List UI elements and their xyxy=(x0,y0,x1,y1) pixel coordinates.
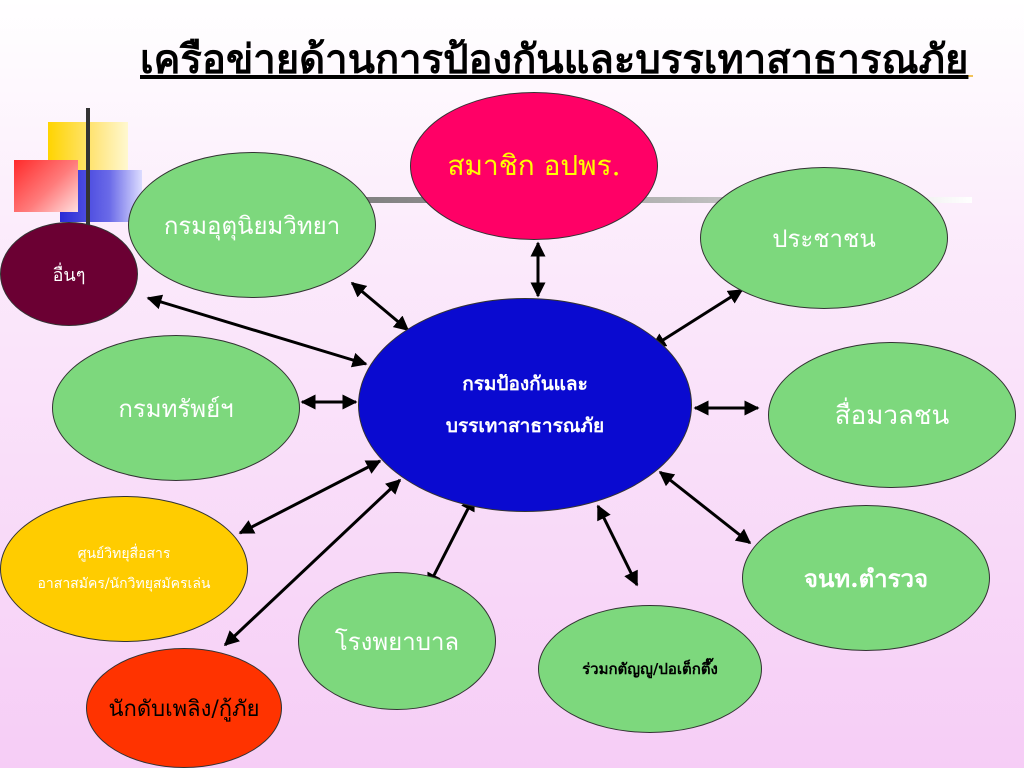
center-node-dept-disaster-prevention: กรมป้องกันและ บรรเทาสาธารณภัย xyxy=(358,298,692,512)
node-media: สื่อมวลชน xyxy=(768,342,1016,488)
node-charity-label: ร่วมกตัญญู/ปอเต็กตึ๊ง xyxy=(582,660,718,678)
page-title: เครือข่ายด้านการป้องกันและบรรเทาสาธารณภั… xyxy=(140,36,969,83)
arrow-hospital xyxy=(426,495,476,589)
center-label-line2: บรรเทาสาธารณภัย xyxy=(445,415,605,437)
node-radio-line1: ศูนย์วิทยุสื่อสาร xyxy=(77,546,171,562)
arrow-others xyxy=(146,294,368,368)
node-police-label: จนท.ตำรวจ xyxy=(803,563,929,593)
arrow-radio xyxy=(238,459,382,535)
node-resources-label: กรมทรัพย์ฯ xyxy=(118,394,234,423)
node-charity: ร่วมกตัญญู/ปอเต็กตึ๊ง xyxy=(538,605,762,733)
node-police: จนท.ตำรวจ xyxy=(742,505,990,651)
node-radio-line2: อาสาสมัคร/นักวิทยุสมัครเล่น xyxy=(37,576,211,592)
node-member: สมาชิก อปพร. xyxy=(410,92,658,240)
node-others-label: อื่นๆ xyxy=(52,264,86,286)
title-underline xyxy=(140,75,973,77)
arrow-people xyxy=(650,288,744,349)
node-others: อื่นๆ xyxy=(0,222,138,326)
node-resources: กรมทรัพย์ฯ xyxy=(52,335,300,481)
node-radio: ศูนย์วิทยุสื่อสาร อาสาสมัคร/นักวิทยุสมัค… xyxy=(0,496,248,642)
node-member-label: สมาชิก อปพร. xyxy=(447,149,621,182)
decorative-vertical-line xyxy=(86,108,90,230)
arrow-police xyxy=(658,470,752,545)
node-hospital: โรงพยาบาล xyxy=(298,572,496,710)
arrow-charity xyxy=(596,504,639,587)
node-firefighter-label: นักดับเพลิง/กู้ภัย xyxy=(108,696,260,722)
arrow-meteorology xyxy=(350,281,410,332)
node-media-label: สื่อมวลชน xyxy=(834,400,950,431)
node-meteorology-label: กรมอุตุนิยมวิทยา xyxy=(163,211,341,240)
decorative-red-square xyxy=(14,160,78,212)
node-firefighter: นักดับเพลิง/กู้ภัย xyxy=(86,648,282,768)
arrow-firefighter xyxy=(223,478,402,647)
node-people-label: ประชาชน xyxy=(772,224,876,253)
node-meteorology: กรมอุตุนิยมวิทยา xyxy=(128,152,376,298)
node-people: ประชาชน xyxy=(700,167,948,309)
center-label-line1: กรมป้องกันและ xyxy=(462,373,588,395)
node-hospital-label: โรงพยาบาล xyxy=(334,627,460,656)
